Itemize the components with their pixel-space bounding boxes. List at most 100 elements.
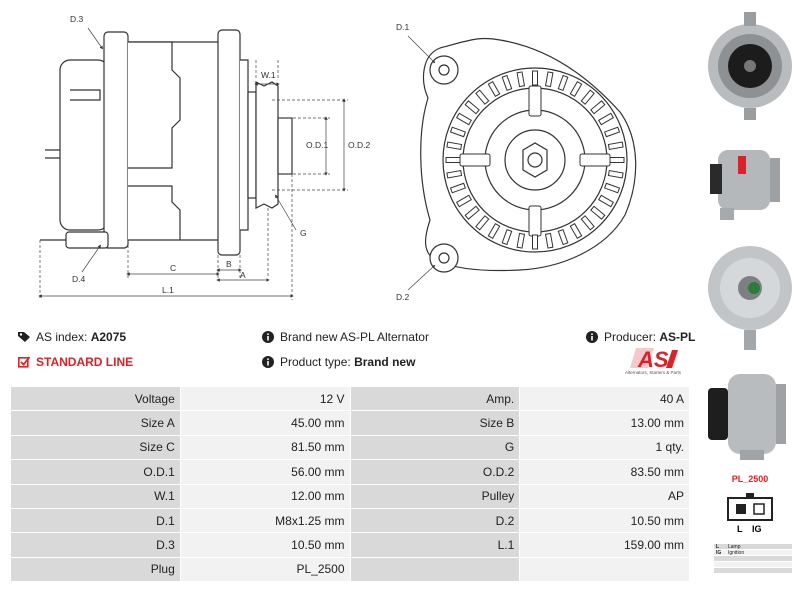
product-type-value: Brand new: [354, 355, 416, 369]
vent-slot: [569, 80, 583, 97]
vent-slot: [557, 74, 569, 92]
vent-slot: [501, 228, 513, 246]
vent-slot: [455, 112, 472, 126]
vent-slot: [598, 194, 615, 208]
label-w1: W.1: [261, 70, 276, 80]
product-photo-rear[interactable]: [700, 230, 800, 360]
label-a: A: [240, 270, 246, 280]
vent-slot: [590, 100, 606, 115]
vent-slot: [516, 71, 526, 88]
logo-text: AS: [637, 348, 669, 372]
checkbox-icon: [18, 356, 30, 368]
label-d1: D.1: [396, 22, 410, 32]
legend-value: Ignition: [728, 549, 745, 556]
product-photo-side[interactable]: [700, 130, 800, 230]
spec-value: AP: [519, 483, 690, 509]
producer-label: Producer:: [604, 330, 657, 344]
label-d3: D.3: [70, 14, 84, 24]
spec-value: 56.00 mm: [179, 459, 351, 485]
vent-slot: [449, 182, 467, 194]
plug-diagram: L IG: [727, 493, 773, 534]
spec-label: D.2: [349, 507, 521, 534]
spec-label: D.1: [10, 507, 181, 534]
vent-slot: [516, 232, 526, 249]
tag-icon: [18, 332, 30, 342]
vent-slot: [544, 71, 554, 88]
legend-row: L Lamp: [714, 544, 792, 550]
legend-key: IG: [716, 549, 722, 556]
label-d4: D.4: [72, 274, 86, 284]
as-logo: AS: [630, 348, 678, 372]
info-icon: [262, 331, 274, 343]
vent-slot: [603, 126, 621, 138]
vent-slot: [445, 157, 461, 163]
vent-slot: [475, 215, 490, 231]
vent-slot: [603, 182, 621, 194]
info-icon: [586, 331, 598, 343]
spec-value: PL_2500: [179, 556, 351, 583]
legend-row: IG Ignition: [714, 550, 792, 556]
logo-tagline: Alternators, Starters & Parts: [624, 370, 682, 375]
vent-slot: [446, 169, 463, 179]
vent-slot: [464, 205, 480, 220]
label-l1: L.1: [162, 285, 174, 295]
label-d2: D.2: [396, 292, 410, 302]
vent-slot: [532, 70, 538, 86]
spec-value: 81.50 mm: [179, 434, 351, 461]
spec-label: Size A: [10, 410, 181, 436]
label-od2: O.D.2: [348, 140, 370, 150]
spec-label: O.D.2: [349, 459, 521, 485]
vent-slot: [598, 112, 615, 126]
label-c: C: [170, 263, 176, 273]
product-description: Brand new AS-PL Alternator: [280, 330, 429, 344]
plug-name: PL_2500: [731, 474, 769, 484]
product-thumbnails: [700, 0, 800, 591]
plug-pin-ig: IG: [752, 524, 762, 534]
vent-slot: [464, 100, 480, 115]
vent-slot: [557, 228, 569, 246]
label-g: G: [300, 228, 307, 238]
vent-slot: [580, 215, 595, 231]
vent-slot: [446, 141, 463, 151]
vent-slot: [609, 157, 625, 163]
as-index-label: AS index:: [36, 330, 88, 344]
spec-value: 45.00 mm: [179, 410, 351, 436]
vent-slot: [607, 169, 624, 179]
product-photo-angle[interactable]: [700, 360, 800, 470]
producer-value: AS-PL: [659, 330, 696, 344]
product-photo-front[interactable]: [700, 4, 800, 124]
vent-slot: [532, 234, 538, 250]
spec-label: Voltage: [10, 385, 181, 412]
spec-label: O.D.1: [10, 459, 181, 485]
vent-slot: [501, 74, 513, 92]
spec-value: 10.50 mm: [179, 532, 351, 558]
spec-value: 13.00 mm: [519, 410, 690, 436]
label-b: B: [226, 259, 232, 269]
as-index-value: A2075: [90, 330, 127, 344]
technical-drawing: D.3 D.4 W.1 O.D.1 O.D.2 G C B A L.1 D.1 …: [38, 14, 637, 302]
spec-label: Pulley: [349, 483, 521, 509]
spec-value: M8x1.25 mm: [179, 507, 351, 534]
label-od1: O.D.1: [306, 140, 328, 150]
spec-label: D.3: [10, 532, 181, 558]
spec-value: 10.50 mm: [519, 507, 690, 534]
plug-pin-l: L: [737, 524, 743, 534]
vent-slot: [590, 205, 606, 220]
spec-value: 159.00 mm: [519, 532, 690, 558]
product-type-label: Product type:: [280, 355, 351, 369]
legend-value: Lamp: [728, 543, 741, 550]
spec-label: G: [349, 434, 521, 461]
legend-key: L: [716, 543, 720, 550]
spec-label: Size C: [10, 434, 181, 461]
legend-row: [714, 556, 792, 562]
side-view: [40, 29, 293, 256]
vent-slot: [607, 141, 624, 151]
spec-label: [349, 556, 521, 583]
